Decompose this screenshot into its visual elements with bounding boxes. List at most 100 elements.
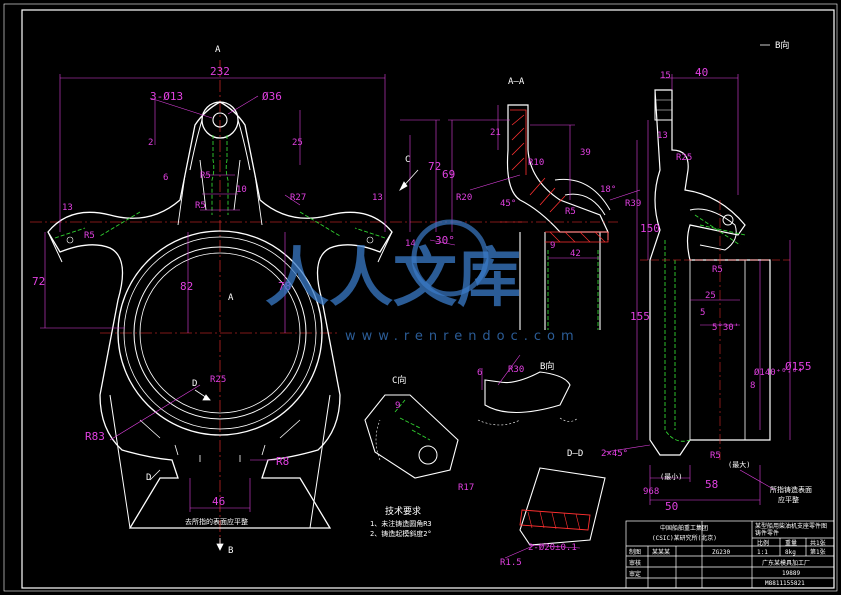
dim-968: 968 [643, 487, 659, 497]
watermark-url: www.renrendoc.com [345, 329, 580, 344]
label-d-left: D [146, 473, 151, 483]
dim-46: 46 [212, 495, 225, 508]
label-section-aa: A—A [508, 77, 525, 87]
label-b-view: B向 [540, 360, 554, 372]
side-view [640, 89, 790, 460]
dim-78: 78 [278, 280, 291, 293]
side-view-dims [604, 74, 791, 505]
tech-title: 技术要求 [385, 505, 421, 517]
dim-13-side: 13 [657, 131, 668, 141]
dim-phi36: Ø36 [262, 90, 282, 103]
dim-r83: R83 [85, 430, 105, 443]
label-a-top: A [215, 45, 221, 55]
dim-25: 25 [292, 138, 303, 148]
dim-8: 8 [750, 381, 755, 391]
dim-45deg: 45° [500, 199, 516, 209]
tb-sheet-val: 第1张 [810, 548, 826, 556]
detail-b-view [477, 354, 579, 426]
dim-r5-aa: R5 [565, 207, 576, 217]
dim-232: 232 [210, 65, 230, 78]
dim-21: 21 [490, 128, 501, 138]
inner-frame [21, 9, 835, 589]
dim-r5b: R5 [195, 201, 206, 211]
dim-82: 82 [180, 280, 193, 293]
dim-2x45: 2×45° [601, 449, 628, 459]
view-labels: A A C D D B A—A B向 C向 B向 D—D 去所指的表面应平整 [146, 39, 789, 556]
tb-checked: 审核 [629, 559, 641, 567]
tb-code: 19889 [782, 570, 800, 577]
side-view-text: 15 40 13 R25 150 155 R5 25 5 5°30' Ø140⁺… [601, 66, 812, 513]
tb-part-1: 某型船用柴油机支座零件图 [755, 522, 827, 530]
dim-phi155: Ø155 [785, 360, 812, 373]
dim-r17: R17 [458, 483, 474, 493]
dim-phi140: Ø140⁺⁰·⁰⁴ [754, 367, 803, 378]
tb-company-2: (CSIC)某研究所(北京) [652, 534, 717, 542]
label-b-bottom: B [228, 546, 233, 556]
tech-line-2: 2、铸造起模斜度2° [370, 529, 432, 538]
note-bottom-flat: 去所指的表面应平整 [185, 517, 248, 526]
detail-c-view [364, 394, 459, 479]
tb-material: ZG230 [712, 549, 730, 556]
note-surface-2: 应平整 [778, 495, 799, 504]
dim-r30: R30 [508, 365, 524, 375]
dim-r27: R27 [290, 193, 306, 203]
dim-r25-side: R25 [676, 153, 692, 163]
dim-10: 10 [236, 185, 247, 195]
dim-holes: 3-Ø13 [150, 90, 183, 103]
tb-part-2: 铸件零件 [755, 529, 779, 537]
title-block [625, 520, 835, 589]
label-d-dir: D [192, 379, 197, 389]
dim-9-aa: 9 [550, 241, 555, 251]
dim-40: 40 [695, 66, 708, 79]
dim-r25: R25 [210, 375, 226, 385]
dim-r10: R10 [528, 158, 544, 168]
dim-2: 2 [148, 138, 153, 148]
view-arrows [149, 44, 770, 551]
dim-9-c: 9 [395, 401, 400, 411]
dim-13: 13 [62, 203, 73, 213]
tb-number: M8811155821 [765, 580, 805, 587]
label-c-view: C向 [392, 374, 406, 386]
section-aa-dims [448, 105, 641, 259]
dim-6-b: 6 [477, 368, 482, 378]
tb-company-1: 中国船舶重工集团 [660, 524, 708, 532]
detail-b-text: R30 6 [477, 365, 524, 378]
label-c-dir: C [405, 155, 410, 165]
dim-25-side: 25 [705, 291, 716, 301]
dim-150: 150 [640, 222, 660, 235]
dim-r8: R8 [276, 455, 289, 468]
dim-5deg30: 5°30' [712, 323, 739, 333]
section-aa-text: 21 R10 39 R20 45° 18° R39 R5 9 42 [456, 128, 641, 259]
detail-c-text: 9 R17 [395, 401, 474, 493]
dim-r39: R39 [625, 199, 641, 209]
tb-approved: 审定 [629, 570, 641, 578]
label-dd-section: D—D [567, 449, 583, 459]
tech-notes: 技术要求 1、未注铸造圆角R3 2、铸造起模斜度2° [370, 505, 432, 538]
dim-r5c: R5 [84, 231, 95, 241]
front-dim-text: 232 3-Ø13 Ø36 2 25 R5 10 R5 6 R27 72 69 … [32, 65, 455, 508]
dim-155: 155 [630, 310, 650, 323]
tb-drawn-name: 某某某 [652, 549, 670, 556]
label-a-center: A [228, 293, 234, 303]
note-surface: 所指铸造表面 [770, 485, 812, 494]
detail-dd-section [504, 467, 606, 559]
dim-15: 15 [660, 71, 671, 81]
dim-69: 69 [442, 168, 455, 181]
watermark-cn: 人人文库 [265, 242, 521, 316]
title-block-text: 中国船舶重工集团 (CSIC)某研究所(北京) 某型船用柴油机支座零件图 铸件零… [629, 522, 827, 587]
dim-30deg: 30° [435, 234, 455, 247]
outer-frame [3, 3, 838, 592]
label-b-view-top: B向 [775, 39, 789, 51]
dim-72-left: 72 [32, 275, 45, 288]
dim-42: 42 [570, 249, 581, 259]
dim-72-right: 72 [428, 160, 441, 173]
dim-r5b-side: R5 [710, 451, 721, 461]
dim-r5-side: R5 [712, 265, 723, 275]
tb-drawn: 制图 [629, 548, 641, 556]
front-dimensions [40, 74, 456, 512]
dim-14: 14 [405, 239, 416, 249]
tb-scale-val: 1:1 [757, 549, 768, 556]
front-view [30, 60, 525, 545]
dim-6: 6 [163, 173, 168, 183]
